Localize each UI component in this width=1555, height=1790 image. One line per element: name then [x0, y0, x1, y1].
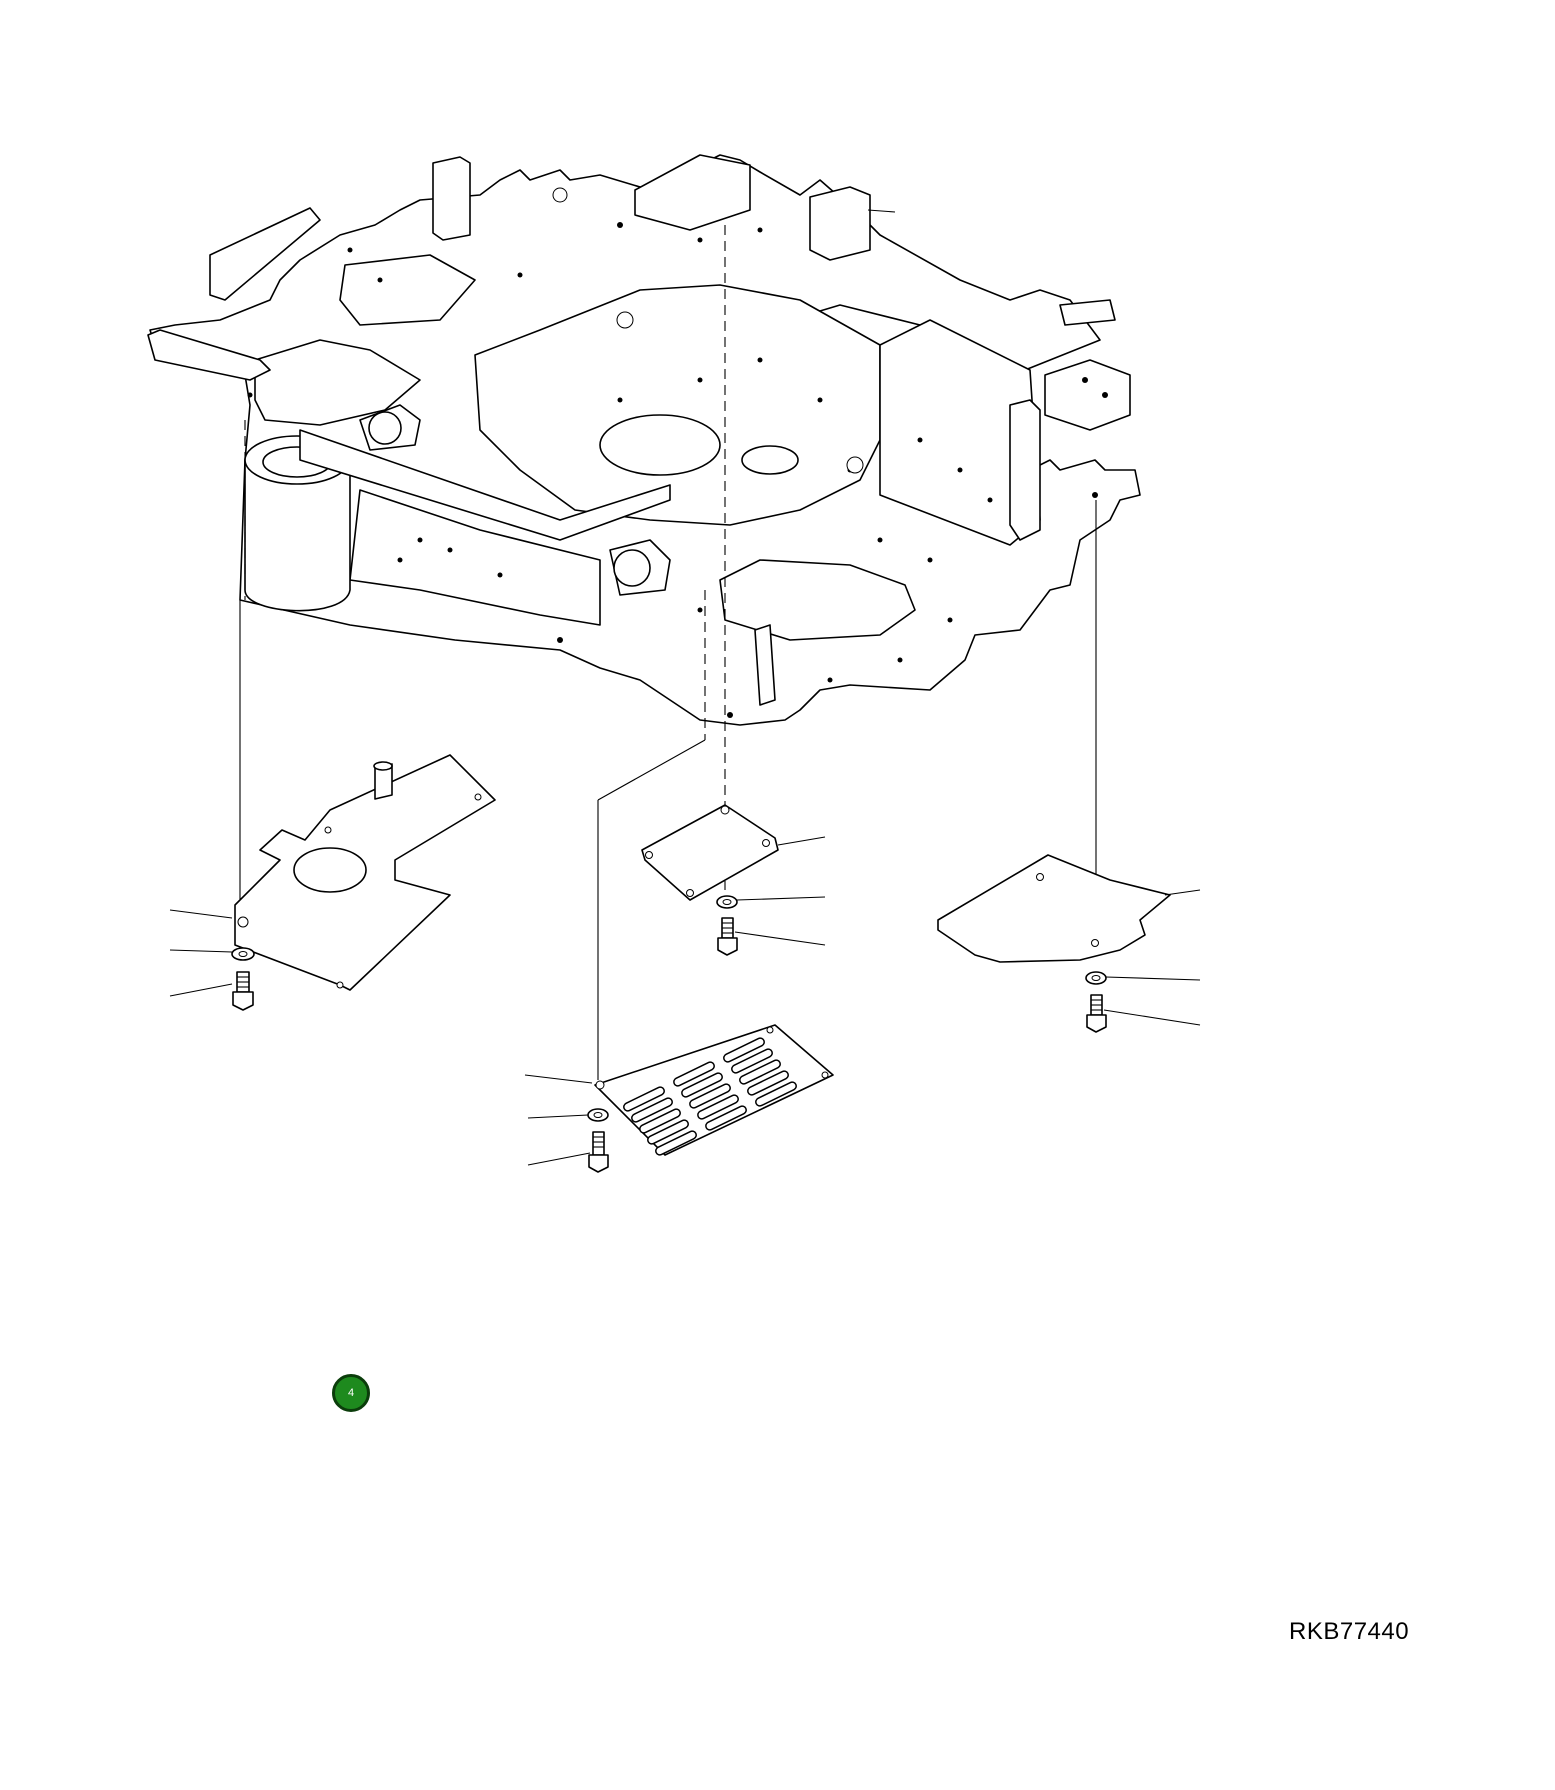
washer-center — [716, 895, 738, 909]
callout-badge[interactable]: 4 — [332, 1374, 370, 1412]
grille-louvers — [623, 1037, 797, 1156]
bolt-grille — [588, 1131, 609, 1173]
bolt-center — [717, 917, 738, 956]
cover-plate-center — [641, 804, 779, 901]
washer-left — [231, 947, 255, 961]
drawing-code: RKB77440 — [1289, 1618, 1410, 1645]
washer-grille — [587, 1108, 609, 1122]
callout-leaders — [169, 209, 1201, 1166]
bolt-right — [1086, 994, 1107, 1033]
cover-plate-left — [234, 754, 496, 991]
louvered-grille-plate — [594, 1024, 834, 1156]
cover-plate-right — [937, 854, 1171, 963]
upper-frame-assembly — [147, 154, 1141, 726]
washer-right — [1085, 971, 1107, 985]
bolt-left — [232, 971, 254, 1011]
alignment-lines — [239, 225, 1097, 1080]
